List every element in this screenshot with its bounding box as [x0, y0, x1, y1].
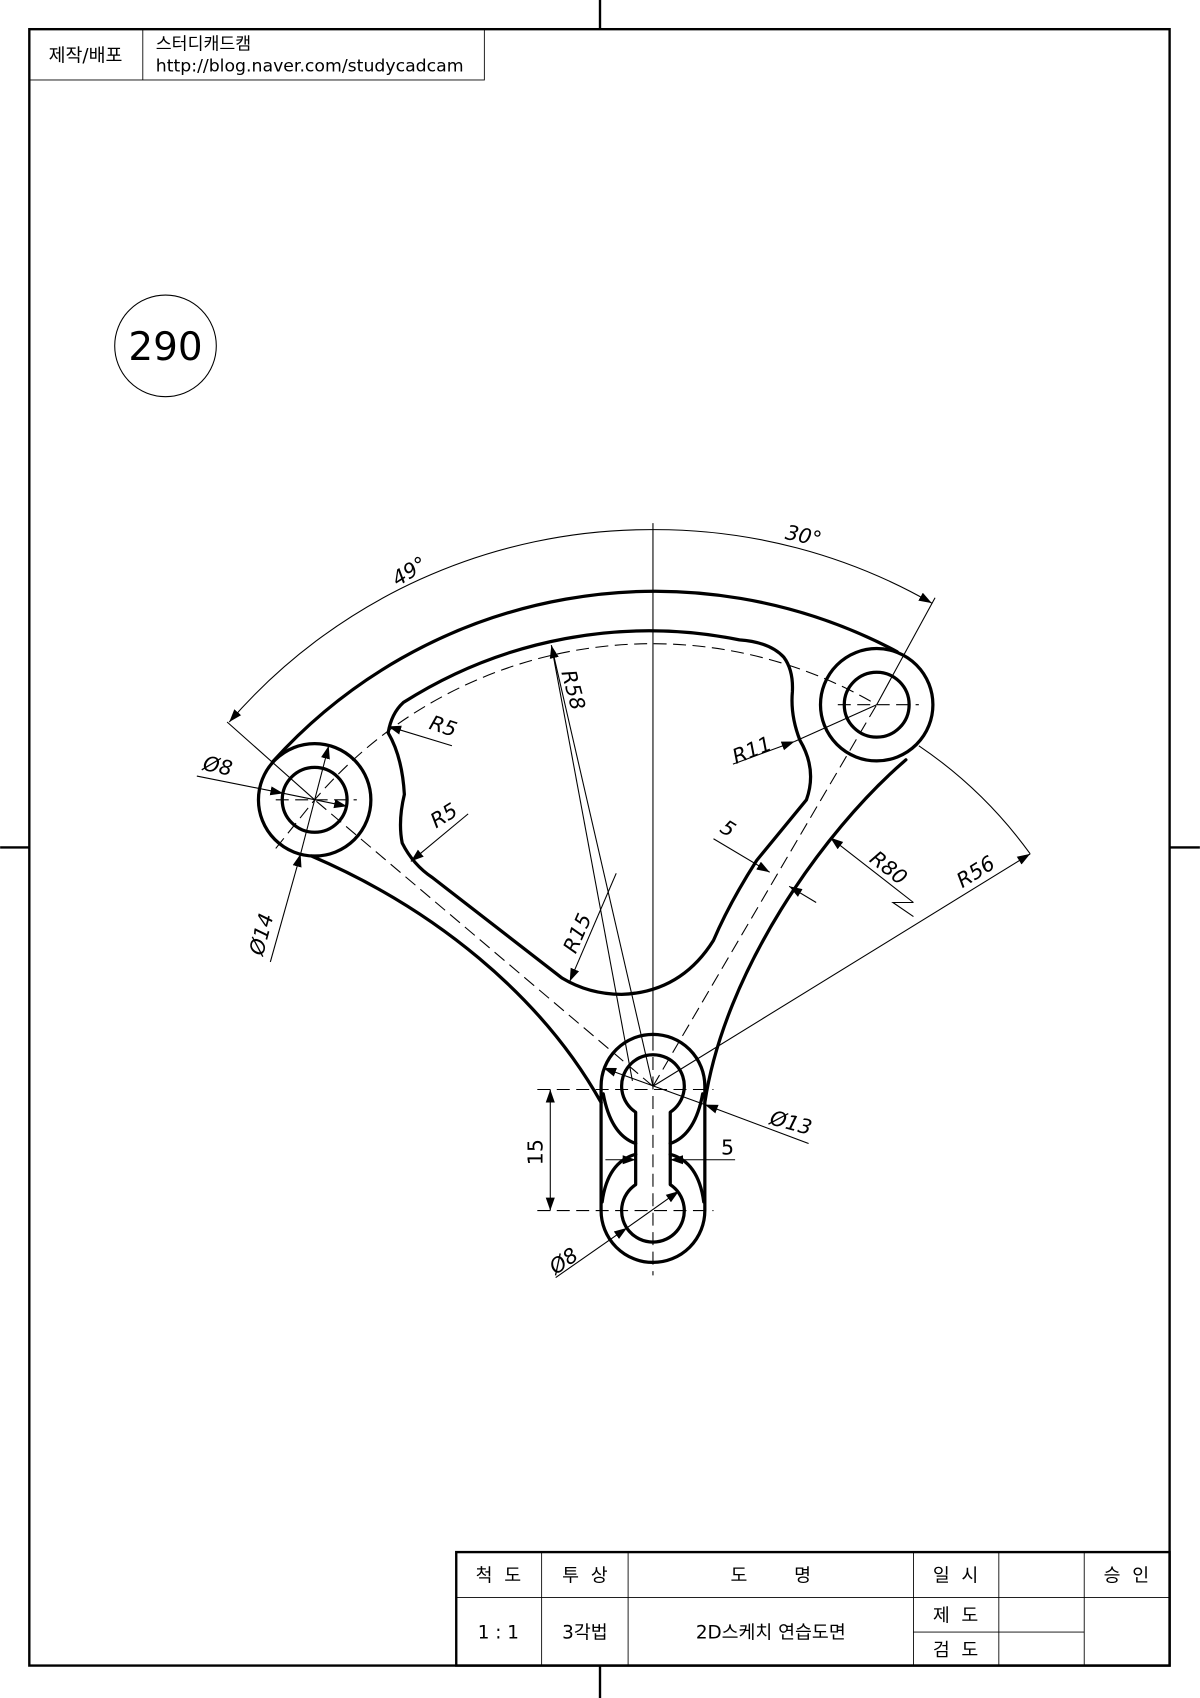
slot-obround: [599, 1032, 707, 1265]
header-label: 제작/배포: [49, 46, 123, 67]
scale-value: 1 : 1: [478, 1623, 519, 1644]
inner-pocket: [386, 629, 813, 996]
header-box: 제작/배포 스터디캐드캠 http://blog.naver.com/study…: [28, 28, 485, 81]
drawn-by-label: 제 도: [933, 1605, 978, 1626]
dim-slot-length: 15: [524, 1139, 548, 1165]
dim-angle-49: 49°: [388, 551, 432, 591]
drawing-frame: [28, 27, 1171, 1667]
checked-by-label: 검 도: [933, 1640, 978, 1661]
dim-r56: R56: [952, 851, 999, 893]
dim-r5-lower: R5: [426, 798, 462, 833]
dim-r11: R11: [729, 731, 775, 768]
drawing-number: 290: [128, 325, 202, 370]
dim-angle-30: 30°: [783, 520, 824, 551]
projection-label: 투 상: [562, 1565, 608, 1586]
header-author: 스터디캐드캠: [156, 35, 251, 55]
dim-bottom-hole-dia: Ø8: [544, 1243, 583, 1280]
date-label: 일 시: [933, 1565, 978, 1586]
dim-bottom-boss-dia: Ø13: [766, 1105, 814, 1139]
scale-label: 척 도: [476, 1565, 521, 1586]
part-outline: [256, 589, 935, 1265]
drawing-name-value: 2D스케치 연습도면: [696, 1623, 846, 1644]
approval-label: 승 인: [1104, 1565, 1149, 1586]
dim-web-width: 5: [716, 815, 740, 842]
projection-value: 3각법: [562, 1623, 607, 1644]
dim-slot-width: 5: [721, 1135, 734, 1159]
title-block: 척 도 투 상 도 명 일 시 승 인 1 : 1 3각법 2D스케치 연습도면…: [455, 1550, 1171, 1667]
centerlines: [226, 523, 1031, 1276]
header-url: http://blog.naver.com/studycadcam: [156, 56, 464, 76]
drawing-name-label: 도 명: [731, 1565, 811, 1586]
dim-r58: R58: [556, 667, 590, 712]
dim-left-hole-dia: Ø8: [200, 751, 235, 781]
dim-r5-upper: R5: [427, 711, 460, 742]
drawing-number-badge: 290: [114, 294, 217, 398]
dimension-lines: [196, 529, 1031, 1278]
